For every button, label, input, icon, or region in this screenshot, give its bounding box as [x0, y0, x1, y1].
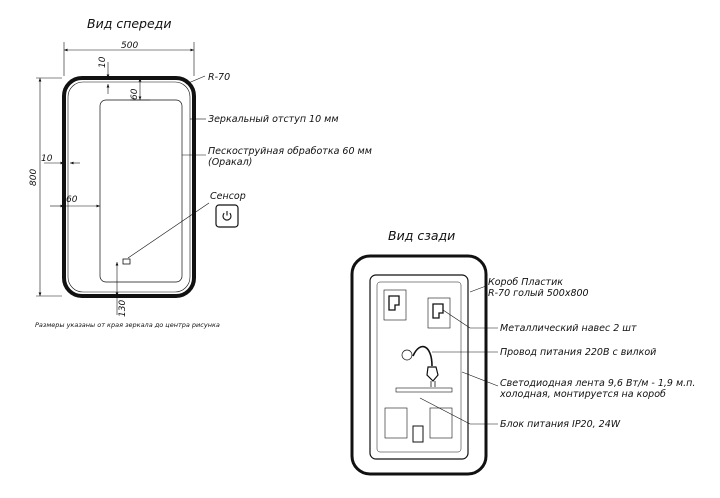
- box-callout: Короб Пластик: [488, 277, 563, 288]
- width-label: 500: [121, 41, 138, 51]
- offset-top-label: 10: [98, 56, 108, 68]
- hanger-right: [427, 297, 451, 329]
- cable-callout: Провод питания 220В с вилкой: [500, 347, 656, 358]
- sandblast-callout-material: (Оракал): [208, 157, 252, 168]
- sandblast-left-label: 60: [66, 195, 78, 205]
- box-callout-spec: R-70 голый 500х800: [488, 288, 589, 299]
- mirror-offset-callout: Зеркальный отступ 10 мм: [208, 114, 339, 125]
- offset-left-label: 10: [41, 154, 53, 164]
- power-supply-unit: [412, 425, 424, 443]
- sensor-bottom-label: 130: [118, 300, 128, 317]
- sensor-leader: [127, 202, 210, 259]
- sensor-on-mirror: [122, 258, 131, 265]
- hanger-left: [383, 289, 407, 321]
- led-strip: [395, 387, 453, 393]
- front-view-title: Вид спереди: [87, 16, 171, 31]
- dimensions-note: Размеры указаны от края зеркала до центр…: [35, 321, 220, 329]
- back-view: Вид сзади Короб Пластик R-70: [350, 228, 695, 476]
- bottom-bracket-right: [429, 407, 453, 439]
- sensor-callout: Сенсор: [210, 191, 246, 202]
- mirror-back-frame: [350, 254, 488, 476]
- front-view: Вид спереди 500 800 10 60 10 60: [29, 16, 372, 329]
- psu-callout: Блок питания IP20, 24W: [500, 419, 621, 430]
- radius-label: R-70: [208, 72, 230, 83]
- power-icon: [222, 211, 232, 221]
- hanger-callout: Металлический навес 2 шт: [500, 323, 637, 334]
- plastic-box: [369, 274, 469, 460]
- sandblast-callout: Пескоструйная обработка 60 мм: [208, 146, 372, 157]
- box-inner-edge: [376, 281, 462, 453]
- sensor-button: [215, 204, 239, 228]
- mirror-frame: [62, 76, 196, 298]
- bottom-bracket-left: [384, 407, 408, 439]
- height-label: 800: [29, 169, 39, 186]
- back-view-title: Вид сзади: [388, 228, 455, 243]
- power-cable: [401, 345, 439, 387]
- sandblast-top-label: 60: [130, 88, 140, 100]
- led-callout-detail: холодная, монтируется на короб: [499, 389, 666, 400]
- sandblast-inner-edge: [99, 99, 183, 283]
- mirror-offset-line: [67, 81, 191, 293]
- led-callout: Светодиодная лента 9,6 Вт/м - 1,9 м.п.: [500, 378, 695, 389]
